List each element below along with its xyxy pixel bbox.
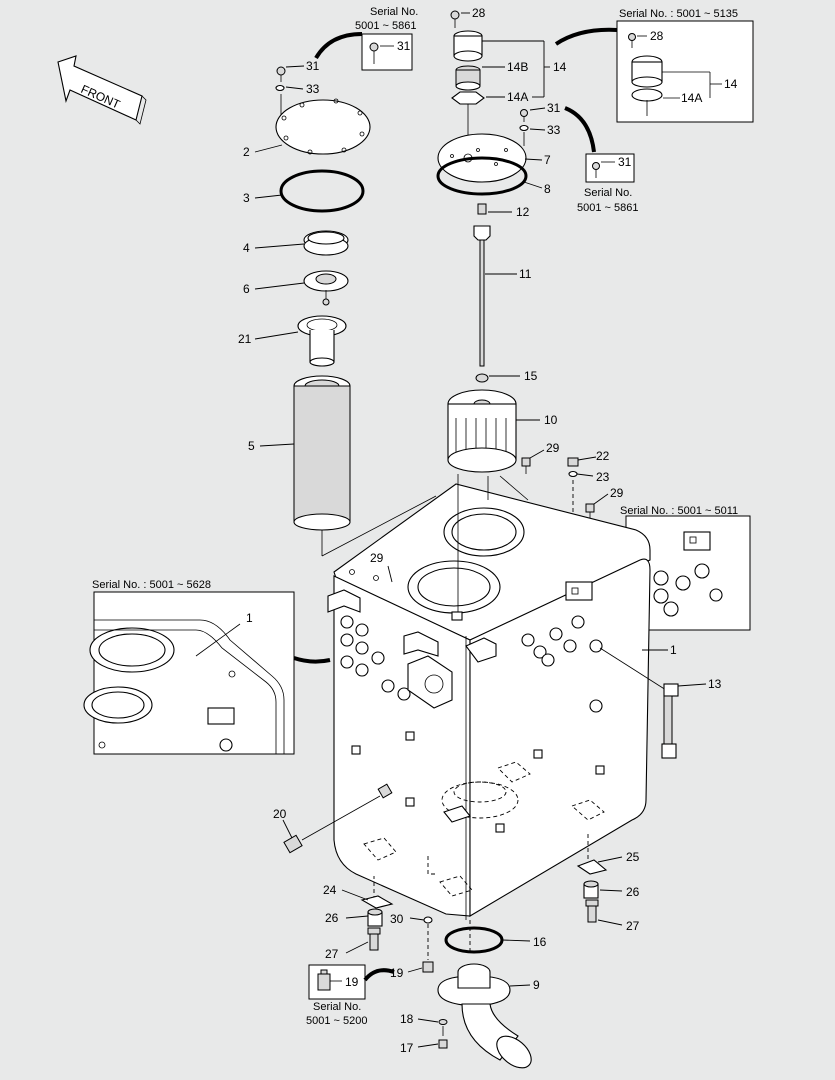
callout-9: 9: [533, 978, 540, 992]
cover-plate-7: [436, 133, 528, 196]
callout-12: 12: [516, 205, 530, 219]
cover-plate: [275, 98, 371, 155]
o-ring-3: [279, 169, 365, 213]
callout-25: 25: [626, 850, 640, 864]
svg-text:Serial No. : 5001 ~ 5011: Serial No. : 5001 ~ 5011: [620, 505, 738, 517]
callout-2: 2: [243, 145, 250, 159]
callout-6: 6: [243, 282, 250, 296]
suction-elbow-9: [437, 963, 532, 1069]
callout-33: 33: [306, 82, 320, 96]
mount-right: [576, 834, 608, 923]
callout-27: 27: [325, 947, 339, 961]
svg-text:31: 31: [397, 39, 411, 53]
callout-19: 19: [390, 966, 404, 980]
callout-10: 10: [544, 413, 558, 427]
rod-assembly: [473, 203, 491, 383]
strainer-21: [297, 315, 347, 367]
callout-29: 29: [546, 441, 560, 455]
drain-plug: [422, 916, 434, 973]
svg-text:14: 14: [724, 77, 738, 91]
callout-16: 16: [533, 935, 547, 949]
svg-text:14A: 14A: [681, 91, 702, 105]
breather-assembly: [450, 10, 485, 150]
serial-box-mid-right: 31 Serial No. 5001 ~ 5861: [564, 106, 638, 214]
callout-30: 30: [390, 912, 404, 926]
svg-text:Serial No.: Serial No.: [370, 6, 418, 18]
callout-14B: 14B: [507, 60, 528, 74]
callout-14A: 14A: [507, 90, 528, 104]
callout-18: 18: [400, 1012, 414, 1026]
bolt-31-33-left: [275, 66, 286, 118]
callout-13: 13: [708, 677, 722, 691]
serial-box-top-left: Serial No. 5001 ~ 5861 31: [314, 6, 418, 71]
svg-text:28: 28: [650, 29, 664, 43]
callout-21: 21: [238, 332, 252, 346]
svg-text:Serial No.: Serial No.: [313, 1001, 361, 1013]
front-arrow-icon: FRONT: [57, 55, 147, 125]
ring-4: [303, 230, 349, 256]
callout-8: 8: [544, 182, 551, 196]
callout-11: 11: [519, 267, 532, 281]
callout-28: 28: [472, 6, 486, 20]
callout-27: 27: [626, 919, 640, 933]
sensor-20: [283, 783, 393, 854]
return-filter-element: [293, 375, 351, 531]
callout-31: 31: [306, 59, 320, 73]
svg-text:31: 31: [618, 155, 632, 169]
callout-22: 22: [596, 449, 610, 463]
svg-text:5001 ~ 5200: 5001 ~ 5200: [306, 1015, 367, 1027]
valve-6: [303, 270, 349, 306]
serial-box-bottom-left: 19 Serial No. 5001 ~ 5200: [306, 964, 395, 1027]
callout-31: 31: [547, 101, 561, 115]
bolt-31-33-right: [519, 109, 529, 146]
serial-box-top-right: Serial No. : 5001 ~ 5135 28 14 14A: [554, 8, 754, 123]
filter-cartridge-10: [447, 389, 517, 473]
callout-7: 7: [544, 153, 551, 167]
callout-26: 26: [626, 885, 640, 899]
callout-labels: 28 31 33 14B 14 14A 2 31 33 7 8 3 12 4 6…: [238, 6, 722, 1055]
svg-text:5001 ~ 5861: 5001 ~ 5861: [577, 202, 638, 214]
callout-17: 17: [400, 1041, 414, 1055]
callout-20: 20: [273, 807, 287, 821]
callout-26: 26: [325, 911, 339, 925]
svg-text:Serial No. : 5001 ~ 5135: Serial No. : 5001 ~ 5135: [619, 8, 738, 20]
callout-4: 4: [243, 241, 250, 255]
svg-text:1: 1: [246, 611, 253, 625]
gasket-8: [436, 156, 528, 196]
svg-text:Serial No. : 5001 ~ 5628: Serial No. : 5001 ~ 5628: [92, 579, 211, 591]
svg-text:Serial No.: Serial No.: [584, 187, 632, 199]
callout-29: 29: [610, 486, 624, 500]
callout-24: 24: [323, 883, 337, 897]
callout-14: 14: [553, 60, 567, 74]
o-ring-16: [444, 926, 504, 954]
serial-box-left: Serial No. : 5001 ~ 5628 1: [83, 579, 331, 755]
hydraulic-tank-body: [327, 483, 651, 920]
mount-left: [360, 876, 394, 951]
callout-23: 23: [596, 470, 610, 484]
leader-lines: [254, 12, 707, 1048]
callout-29: 29: [370, 551, 384, 565]
callout-33: 33: [547, 123, 561, 137]
callout-3: 3: [243, 191, 250, 205]
level-gauge-13: [599, 647, 679, 759]
callout-1: 1: [670, 643, 677, 657]
svg-text:5001 ~ 5861: 5001 ~ 5861: [355, 20, 416, 32]
callout-5: 5: [248, 439, 255, 453]
callout-15: 15: [524, 369, 538, 383]
svg-text:19: 19: [345, 975, 359, 989]
